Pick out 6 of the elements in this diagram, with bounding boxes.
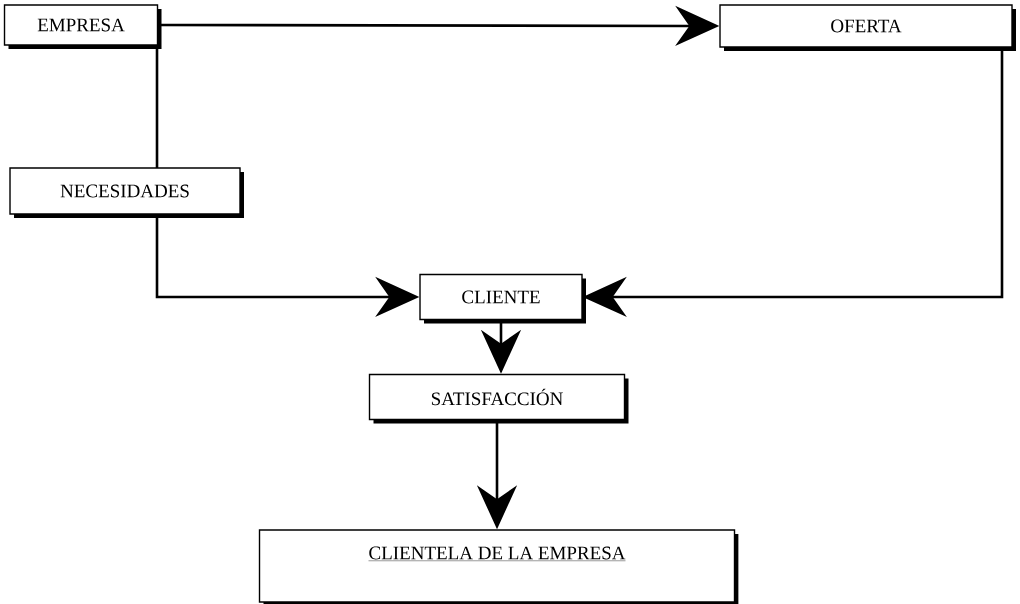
process-box: SATISFACCIÓN <box>368 373 629 424</box>
process-box: NECESIDADES <box>9 167 244 218</box>
process-box: OFERTA <box>719 4 1016 51</box>
process-box: EMPRESA <box>3 4 162 49</box>
process-box: CLIENTELA DE LA EMPRESA <box>258 529 739 604</box>
process-box: CLIENTE <box>419 273 586 324</box>
